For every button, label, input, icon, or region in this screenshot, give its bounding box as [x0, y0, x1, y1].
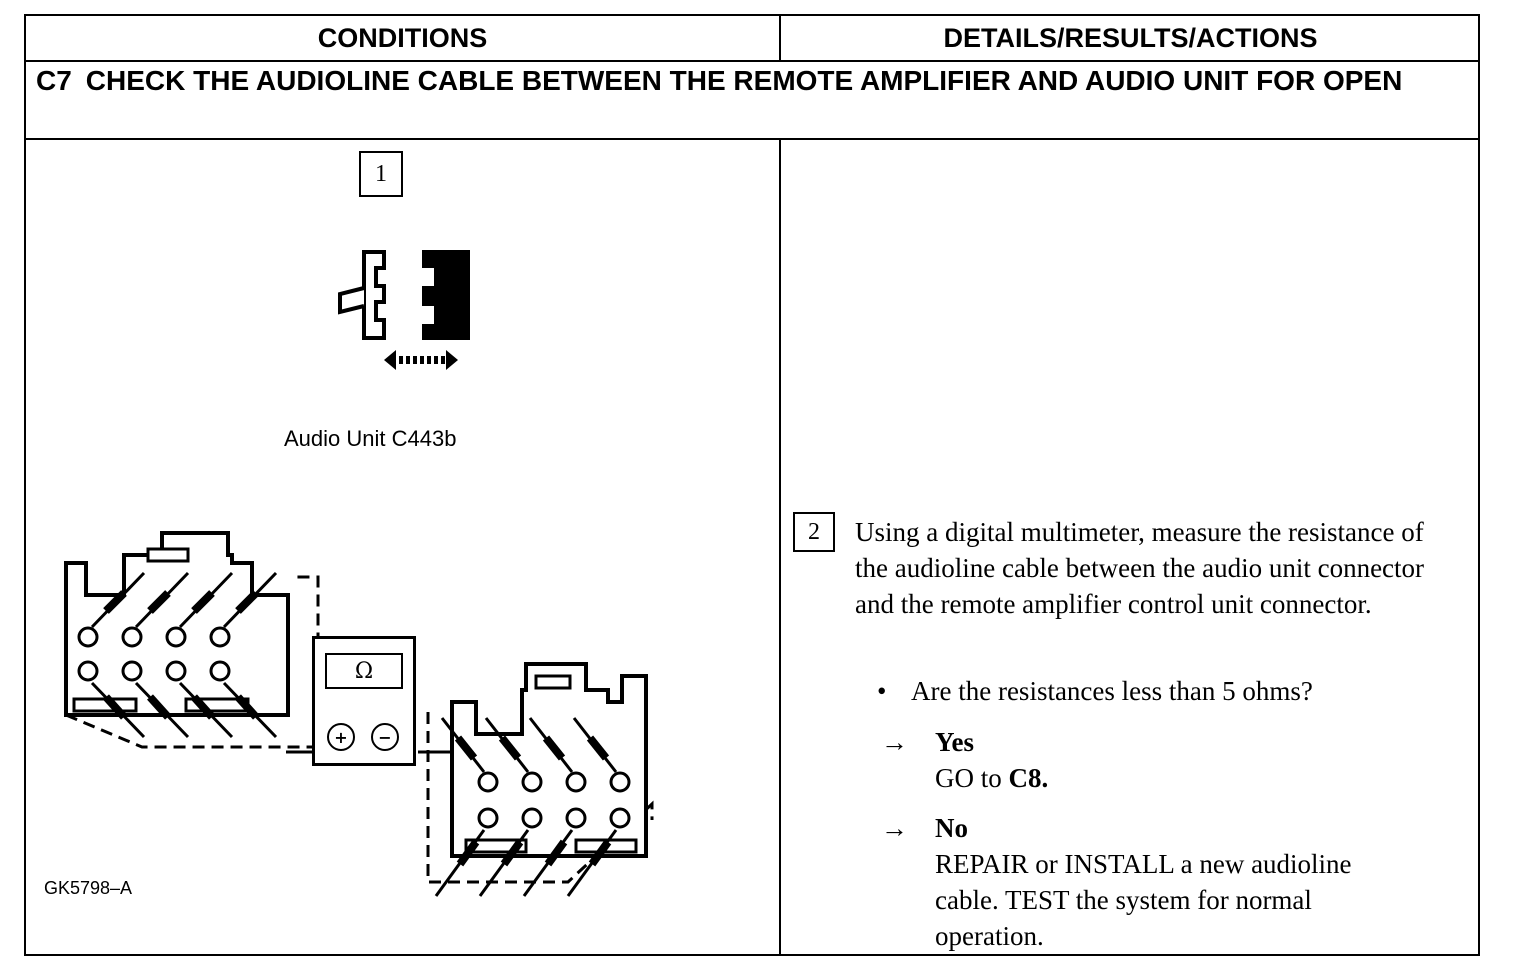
step-code: C7 [36, 65, 72, 96]
figure-id: GK5798–A [44, 878, 133, 898]
multimeter-display: Ω [325, 653, 403, 689]
details-header: DETAILS/RESULTS/ACTIONS [943, 22, 1318, 53]
yes-action: GO to C8. [935, 763, 1049, 793]
conditions-header: CONDITIONS [26, 16, 781, 60]
negative-jack: − [371, 723, 399, 751]
disconnect-connector-icon [338, 250, 470, 370]
bullet-icon: • [877, 676, 887, 706]
step-title: CHECK THE AUDIOLINE CABLE BETWEEN THE RE… [85, 65, 1403, 96]
yes-arrow-icon: → [881, 727, 908, 757]
details-cell: 2 Using a digital multimeter, measure th… [781, 140, 1478, 954]
conditions-cell: 1 Audio Unit C443b [26, 140, 781, 954]
yes-label: Yes [935, 727, 974, 757]
step-2-box: 2 [793, 512, 835, 552]
instruction-text: Using a digital multimeter, measure the … [855, 517, 1425, 619]
step-title-row: C7 CHECK THE AUDIOLINE CABLE BETWEEN THE … [26, 60, 1478, 140]
question-text: Are the resistances less than 5 ohms? [911, 676, 1313, 706]
diagnostic-table: CONDITIONS DETAILS/RESULTS/ACTIONS C7 CHE… [24, 14, 1480, 956]
yes-target-link[interactable]: C8. [1008, 763, 1049, 793]
ohm-symbol: Ω [354, 658, 374, 684]
yes-option: → Yes GO to C8. [881, 724, 1441, 796]
step-1-box: 1 [359, 151, 403, 197]
no-option: → No REPAIR or INSTALL a new audioline ca… [881, 810, 1441, 954]
audio-unit-connector-drawing [64, 531, 320, 749]
remote-amplifier-connector-drawing [426, 662, 654, 897]
multimeter: Ω + − [312, 636, 416, 766]
no-arrow-icon: → [881, 813, 908, 843]
no-action: REPAIR or INSTALL a new audioline cable.… [935, 849, 1352, 951]
question-bullet: • Are the resistances less than 5 ohms? [877, 673, 1397, 709]
no-label: No [935, 813, 968, 843]
connector-caption: Audio Unit C443b [284, 426, 457, 451]
positive-jack: + [327, 723, 355, 751]
